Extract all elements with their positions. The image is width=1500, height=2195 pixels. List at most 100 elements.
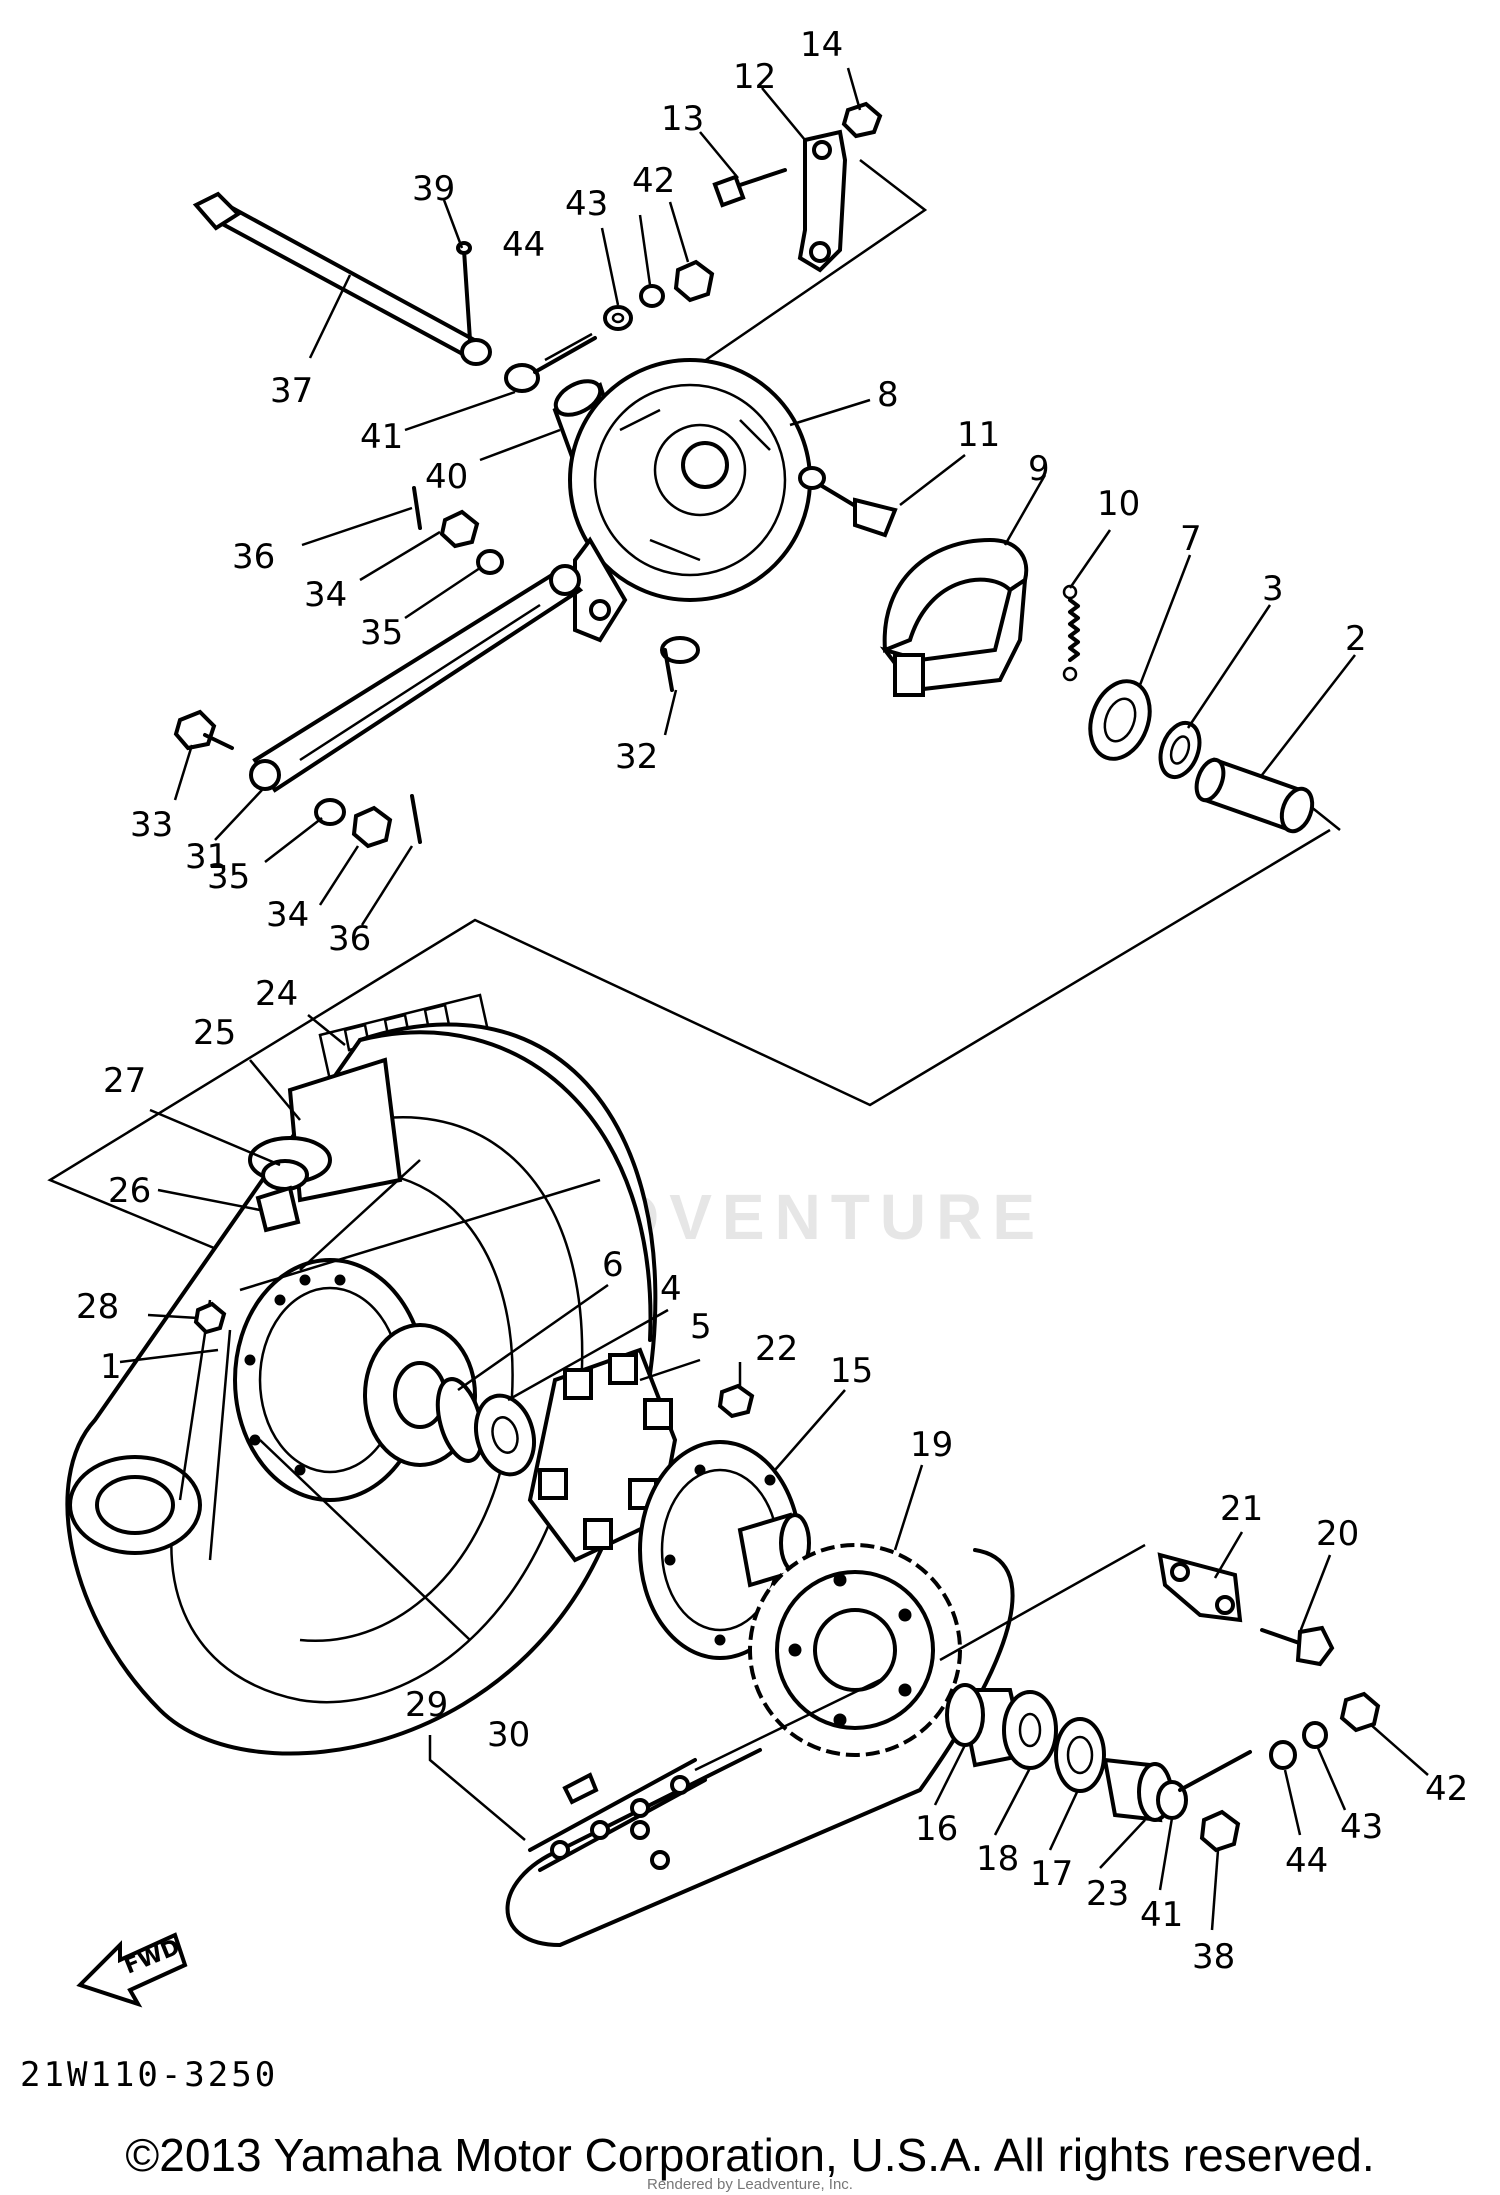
part-8-brake-shoe-plate	[568, 358, 812, 643]
callout-26: 26	[108, 1171, 151, 1211]
callout-30: 30	[487, 1715, 530, 1755]
part-44-washer	[603, 305, 633, 331]
part-32-bolt	[660, 636, 700, 692]
callout-29: 29	[405, 1685, 448, 1725]
callout-17: 17	[1030, 1854, 1073, 1894]
callout-2: 2	[1345, 619, 1367, 659]
part-15-clutch-hub	[638, 1440, 811, 1660]
callout-19: 19	[910, 1425, 953, 1465]
callout-5: 5	[690, 1307, 712, 1347]
part-41-bolt-lower	[1156, 1750, 1252, 1820]
callout-22: 22	[755, 1329, 798, 1369]
callout-23: 23	[1086, 1874, 1129, 1914]
callout-1: 1	[100, 1347, 122, 1387]
part-31-tension-bar	[249, 564, 584, 793]
part-30-master-link-clip	[562, 1772, 670, 1870]
part-10-spring	[1062, 584, 1080, 682]
callout-18: 18	[976, 1839, 1019, 1879]
callout-12: 12	[733, 57, 776, 97]
part-34-nut-upper	[439, 509, 480, 549]
callout-41-lower: 41	[1140, 1895, 1183, 1935]
part-44-washer-lower	[1269, 1740, 1297, 1770]
part-28-bolt	[193, 1301, 227, 1335]
part-37-axle	[192, 191, 492, 366]
bracket-line-middle	[47, 828, 1331, 1267]
callout-35-upper: 35	[360, 613, 403, 653]
part-18-bearing	[1002, 1690, 1058, 1770]
callout-34-lower: 34	[266, 895, 309, 935]
callout-9: 9	[1028, 449, 1050, 489]
drive-chain	[505, 1548, 1015, 1947]
bracket-line-top	[639, 159, 928, 407]
callout-35-lower: 35	[207, 857, 250, 897]
part-1-rear-wheel	[65, 1022, 658, 1756]
callout-43-upper: 43	[565, 184, 608, 224]
callout-4: 4	[660, 1269, 682, 1309]
part-21-plate	[1157, 1552, 1243, 1623]
part-43-lock-washer	[639, 284, 665, 308]
part-38-nut	[1199, 1809, 1241, 1853]
part-33-bolt	[173, 709, 234, 751]
part-36-cotter-pin-lower	[410, 794, 422, 844]
part-2-collar	[1194, 757, 1315, 834]
diagram-code: 21W110-3250	[20, 2055, 279, 2095]
callout-20: 20	[1316, 1514, 1359, 1554]
bracket-line-lower	[939, 1543, 1146, 1662]
part-34-nut-lower	[351, 805, 393, 849]
callout-24: 24	[255, 974, 298, 1014]
callout-42-upper: 42	[632, 161, 675, 201]
callout-37: 37	[270, 371, 313, 411]
part-35-washer-upper	[476, 549, 504, 575]
part-42-nut	[673, 259, 715, 303]
callout-numbers: 14 12 13 39 43 42 44 37 8 41 40 11 9 10 …	[76, 25, 1468, 1977]
callout-40: 40	[425, 457, 468, 497]
callout-15: 15	[830, 1351, 873, 1391]
callout-16: 16	[915, 1809, 958, 1849]
callout-36-upper: 36	[232, 537, 275, 577]
lower-assembly: FWD	[65, 993, 1429, 2008]
callout-6: 6	[602, 1245, 624, 1285]
callout-3: 3	[1262, 569, 1284, 609]
part-26-valve-nut	[255, 1185, 301, 1233]
part-43-lock-washer-lower	[1302, 1721, 1328, 1749]
callout-33: 33	[130, 805, 173, 845]
callout-27: 27	[103, 1061, 146, 1101]
callout-10: 10	[1097, 484, 1140, 524]
callout-39: 39	[412, 169, 455, 209]
callout-13: 13	[661, 99, 704, 139]
callout-38: 38	[1192, 1937, 1235, 1977]
callout-32: 32	[615, 737, 658, 777]
callout-31: 31	[185, 837, 228, 877]
part-11-camshaft	[798, 466, 898, 538]
chain-leader	[694, 1678, 881, 1772]
leader-lines-upper	[173, 67, 1356, 926]
part-42-nut-lower	[1339, 1691, 1381, 1733]
callout-44-upper: 44	[502, 225, 545, 265]
bracket-line-chain	[428, 1735, 526, 1841]
callout-8: 8	[877, 375, 899, 415]
part-20-bolt	[1260, 1625, 1335, 1667]
part-19-sprocket	[748, 1543, 962, 1757]
part-22-nut	[717, 1383, 755, 1419]
copyright-notice: ©2013 Yamaha Motor Corporation, U.S.A. A…	[125, 2129, 1375, 2181]
part-35-washer-lower	[314, 798, 346, 826]
leader-lines-lower	[119, 1014, 1429, 1931]
callout-41-upper: 41	[360, 417, 403, 457]
part-14-nut	[841, 101, 883, 139]
part-12-camshaft-lever	[797, 129, 848, 273]
callout-44-lower: 44	[1285, 1841, 1328, 1881]
part-36-cotter-pin-upper	[412, 486, 422, 530]
part-7-bearing	[1088, 679, 1152, 761]
upper-assembly	[173, 67, 1356, 926]
callout-7: 7	[1180, 519, 1202, 559]
part-4-bearing	[474, 1393, 536, 1477]
part-39-cotter-pin	[456, 241, 472, 342]
callout-28: 28	[76, 1287, 119, 1327]
callout-21: 21	[1220, 1489, 1263, 1529]
callout-34-upper: 34	[304, 575, 347, 615]
part-13-bolt	[712, 168, 787, 208]
fwd-arrow: FWD	[76, 1932, 188, 2008]
part-41-bolt	[504, 332, 597, 393]
rendered-by-note: Rendered by Leadventure, Inc.	[647, 2176, 853, 2193]
